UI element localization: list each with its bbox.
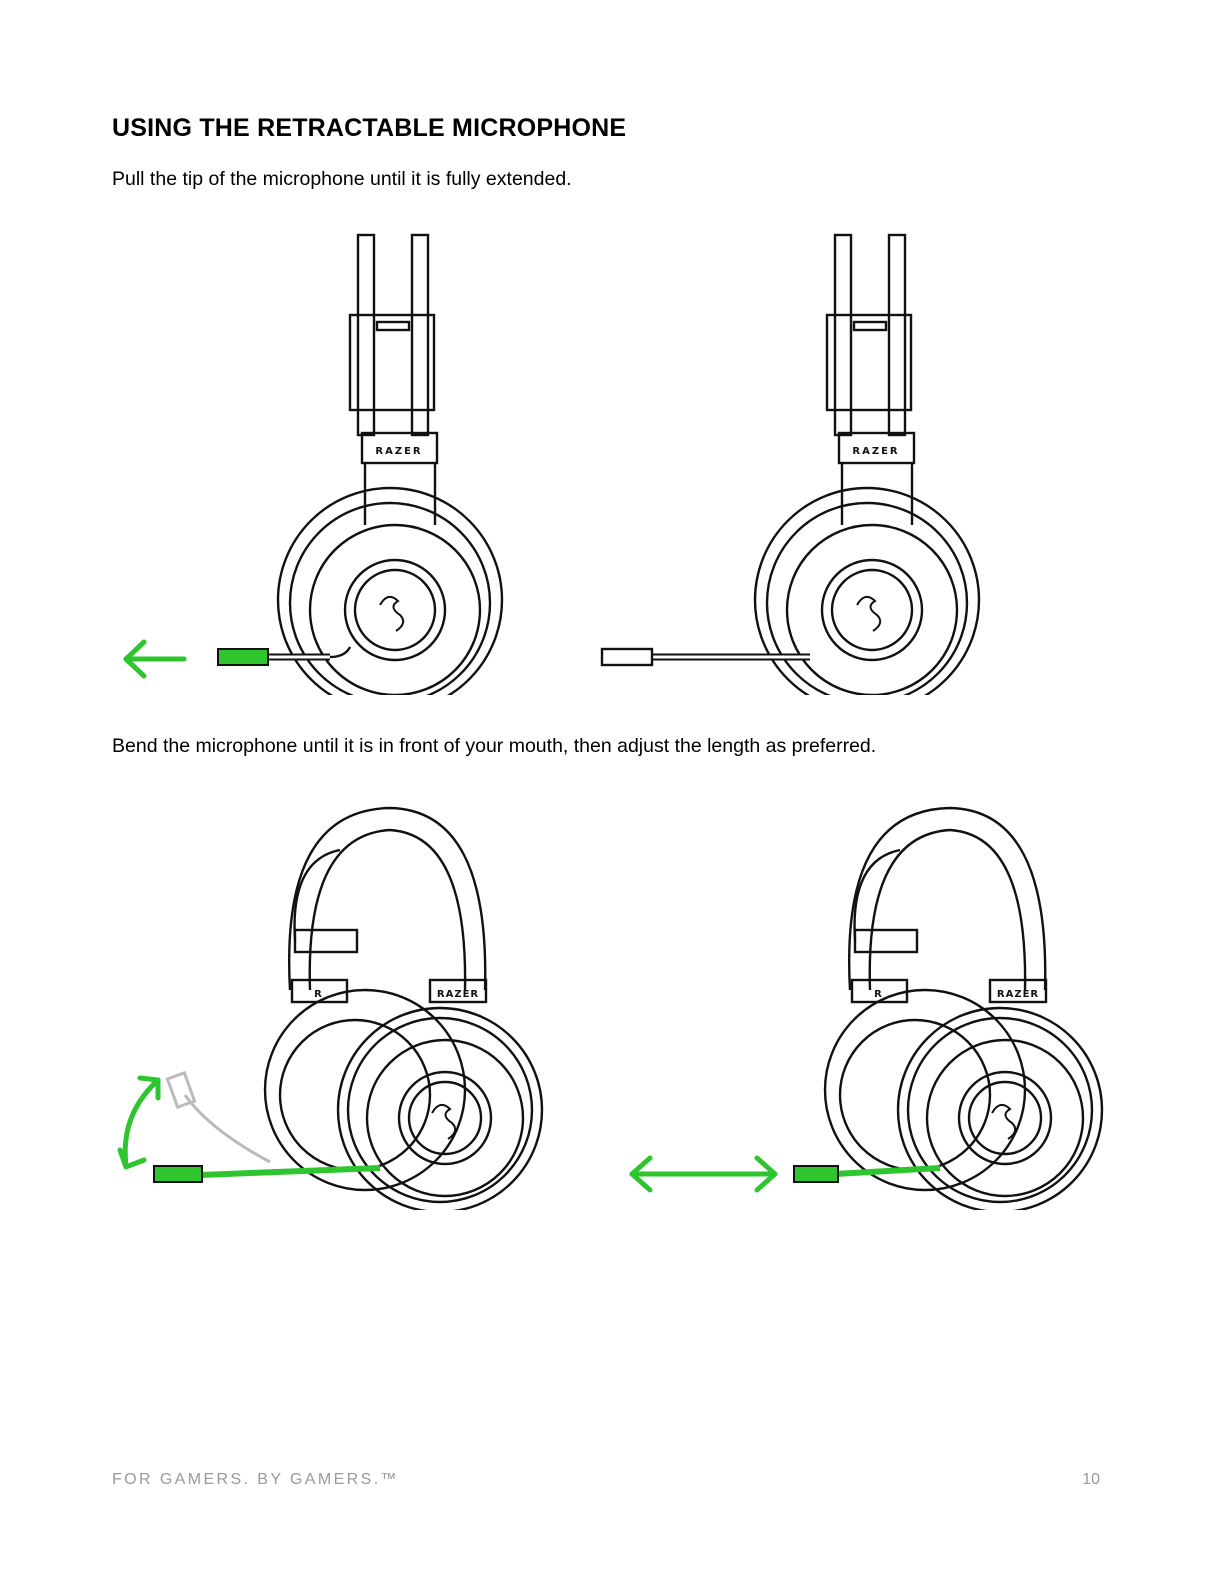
- yoke-letter-right: R: [874, 989, 882, 1000]
- microphone-boom-long: [600, 647, 810, 667]
- brand-mark-right: RAZER: [852, 446, 899, 457]
- double-arrow-icon: [629, 1155, 778, 1193]
- headset-side-view-left: [276, 233, 504, 695]
- step-1-text: Pull the tip of the microphone until it …: [112, 168, 572, 190]
- microphone-boom-adjust: [793, 1165, 941, 1183]
- headset-angled-view-right: [823, 806, 1104, 1210]
- microphone-tip-green: [217, 648, 269, 666]
- headset-side-view-right: [753, 233, 981, 695]
- microphone-bend-ghost: [165, 1070, 271, 1164]
- figure-bend-microphone: RAZER R RAZER R: [117, 806, 1104, 1210]
- headset-angled-view-left: [263, 806, 544, 1210]
- rotate-arrow-icon: [117, 1075, 161, 1170]
- figure-pull-microphone: RAZER RAZER: [123, 233, 981, 695]
- section-title: USING THE RETRACTABLE MICROPHONE: [112, 114, 627, 142]
- arrow-left-icon: [123, 639, 187, 679]
- brand-mark-angled-right: RAZER: [997, 989, 1039, 1000]
- brand-mark-angled-left: RAZER: [437, 989, 479, 1000]
- footer-tagline: FOR GAMERS. BY GAMERS.™: [112, 1471, 399, 1488]
- yoke-letter-left: R: [314, 989, 322, 1000]
- page-number: 10: [1082, 1471, 1100, 1488]
- microphone-boom-extended: [217, 646, 352, 666]
- microphone-boom-bent: [153, 1165, 381, 1183]
- step-2-text: Bend the microphone until it is in front…: [112, 735, 877, 757]
- microphone-tip-white: [600, 647, 654, 667]
- brand-mark-left: RAZER: [375, 446, 422, 457]
